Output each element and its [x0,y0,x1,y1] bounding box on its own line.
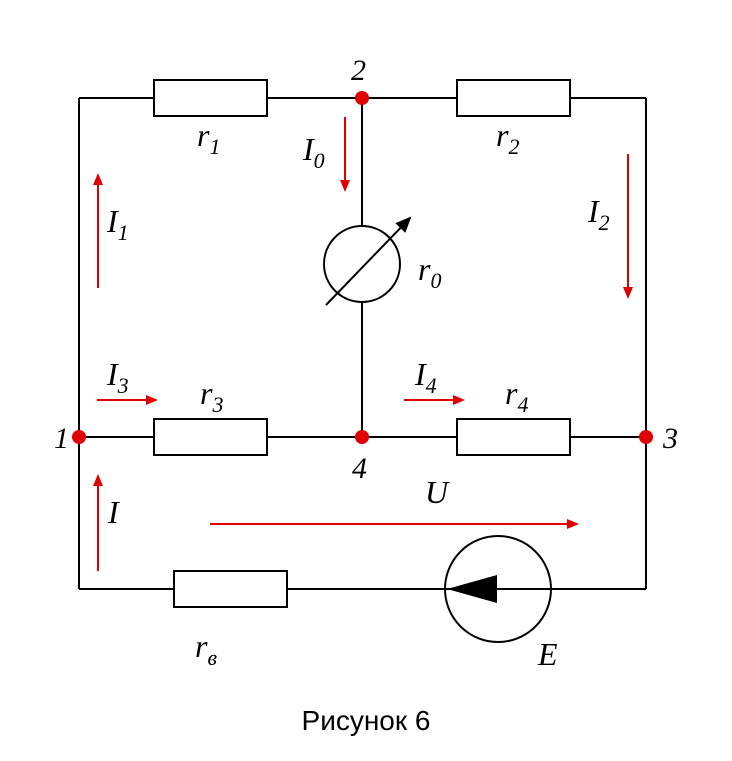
label-i0: I0 [302,131,325,173]
label-rv: rв [195,628,217,670]
label-i4: I4 [414,356,437,398]
voltage-source-e [444,535,552,643]
galvanometer-arrow-icon [325,216,412,306]
galvanometer-r0 [323,216,412,306]
node-3 [639,430,653,444]
node-label-1: 1 [54,422,69,455]
figure-caption: Рисунок 6 [302,705,431,736]
label-i2: I2 [587,193,610,235]
label-i: I [107,494,120,530]
node-1 [72,430,86,444]
node-2 [355,91,369,105]
wires [78,97,647,590]
label-r3: r3 [200,375,223,417]
label-i3: I3 [106,356,129,398]
label-r1: r1 [197,117,220,159]
resistor-r1 [153,79,268,117]
node-4 [355,430,369,444]
node-label-3: 3 [662,422,678,455]
label-r4: r4 [505,375,528,417]
source-arrow-icon [447,575,497,603]
resistor-rv [173,570,288,608]
label-r0: r0 [418,251,441,293]
resistor-r2 [456,79,571,117]
label-e: E [537,636,558,672]
label-r2: r2 [496,117,519,159]
resistor-r3 [153,418,268,456]
resistor-r4 [456,418,571,456]
node-label-4: 4 [352,452,367,485]
label-u: U [425,474,450,510]
node-label-2: 2 [351,54,366,87]
label-i1: I1 [106,203,129,245]
